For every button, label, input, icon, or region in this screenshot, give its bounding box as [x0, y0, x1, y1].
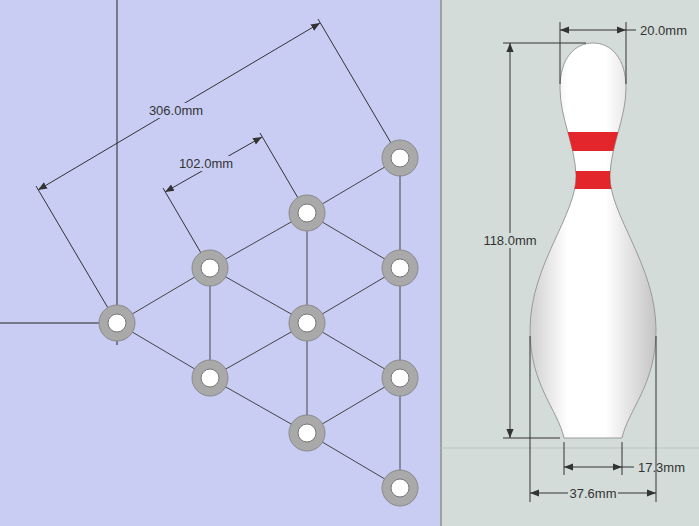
dimension-line — [165, 137, 262, 192]
pin-spot — [289, 195, 325, 231]
extension-line — [656, 336, 657, 502]
red-stripe — [520, 132, 670, 151]
pin-ring — [382, 250, 418, 286]
pin-hole — [201, 259, 219, 277]
pin-hole — [298, 204, 316, 222]
extension-line — [318, 19, 391, 143]
dimension-line — [38, 23, 320, 190]
dimension-label: 102.0mm — [177, 156, 235, 171]
pin-stripes — [520, 132, 670, 189]
dimension-line — [560, 30, 626, 31]
pin-ring — [192, 360, 228, 396]
pin-body — [530, 43, 656, 438]
pin-ring — [382, 140, 418, 176]
pin-spot — [382, 250, 418, 286]
pin-hole — [391, 259, 409, 277]
axis-lines — [0, 0, 117, 345]
pin-spots — [99, 140, 418, 506]
extension-line — [503, 438, 560, 439]
lattice-line — [400, 158, 401, 488]
pin-hole — [201, 369, 219, 387]
dimension-label: 37.6mm — [568, 486, 619, 501]
pin-ring — [382, 360, 418, 396]
extension-line — [260, 133, 298, 198]
pin-hole — [298, 314, 316, 332]
dimension-label: 306.0mm — [147, 103, 205, 118]
pin-spot — [99, 305, 135, 341]
extension-line — [163, 188, 201, 253]
right-panel — [441, 0, 699, 526]
extension-line — [560, 22, 561, 84]
pin-ring — [382, 470, 418, 506]
dimension-label: 118.0mm — [481, 233, 538, 248]
pin-hole — [391, 479, 409, 497]
leader-line — [626, 30, 636, 31]
panel-divider — [440, 0, 442, 526]
extension-line — [503, 43, 586, 44]
pin-spot — [192, 360, 228, 396]
left-panel — [0, 0, 441, 526]
pin-spot — [382, 360, 418, 396]
pin-spot — [382, 470, 418, 506]
pin-spot — [382, 140, 418, 176]
pin-hole — [108, 314, 126, 332]
red-stripe — [520, 171, 670, 189]
pin-ring — [192, 250, 228, 286]
pin-ring — [289, 305, 325, 341]
pin-spot — [289, 415, 325, 451]
pin-lattice — [117, 158, 400, 488]
dimension-label: 20.0mm — [638, 23, 689, 38]
pin-dimensions — [503, 22, 656, 502]
dimension-label: 17.3mm — [636, 460, 687, 475]
pin-ring — [289, 195, 325, 231]
extension-line — [622, 442, 623, 475]
pin-spot — [192, 250, 228, 286]
extension-line — [626, 22, 627, 84]
ground-line — [441, 448, 699, 449]
pin-hole — [391, 369, 409, 387]
pin-ring — [289, 415, 325, 451]
extension-line — [564, 442, 565, 475]
dimension-line — [564, 467, 622, 468]
extension-line — [36, 186, 108, 308]
pin-hole — [391, 149, 409, 167]
axis-line — [117, 0, 118, 345]
bowling-pin — [520, 43, 670, 438]
pin-ring — [99, 305, 135, 341]
pin-spacing-dimensions — [36, 19, 391, 308]
pin-spot — [289, 305, 325, 341]
pin-hole — [298, 424, 316, 442]
extension-line — [530, 336, 531, 502]
leader-line — [622, 467, 634, 468]
